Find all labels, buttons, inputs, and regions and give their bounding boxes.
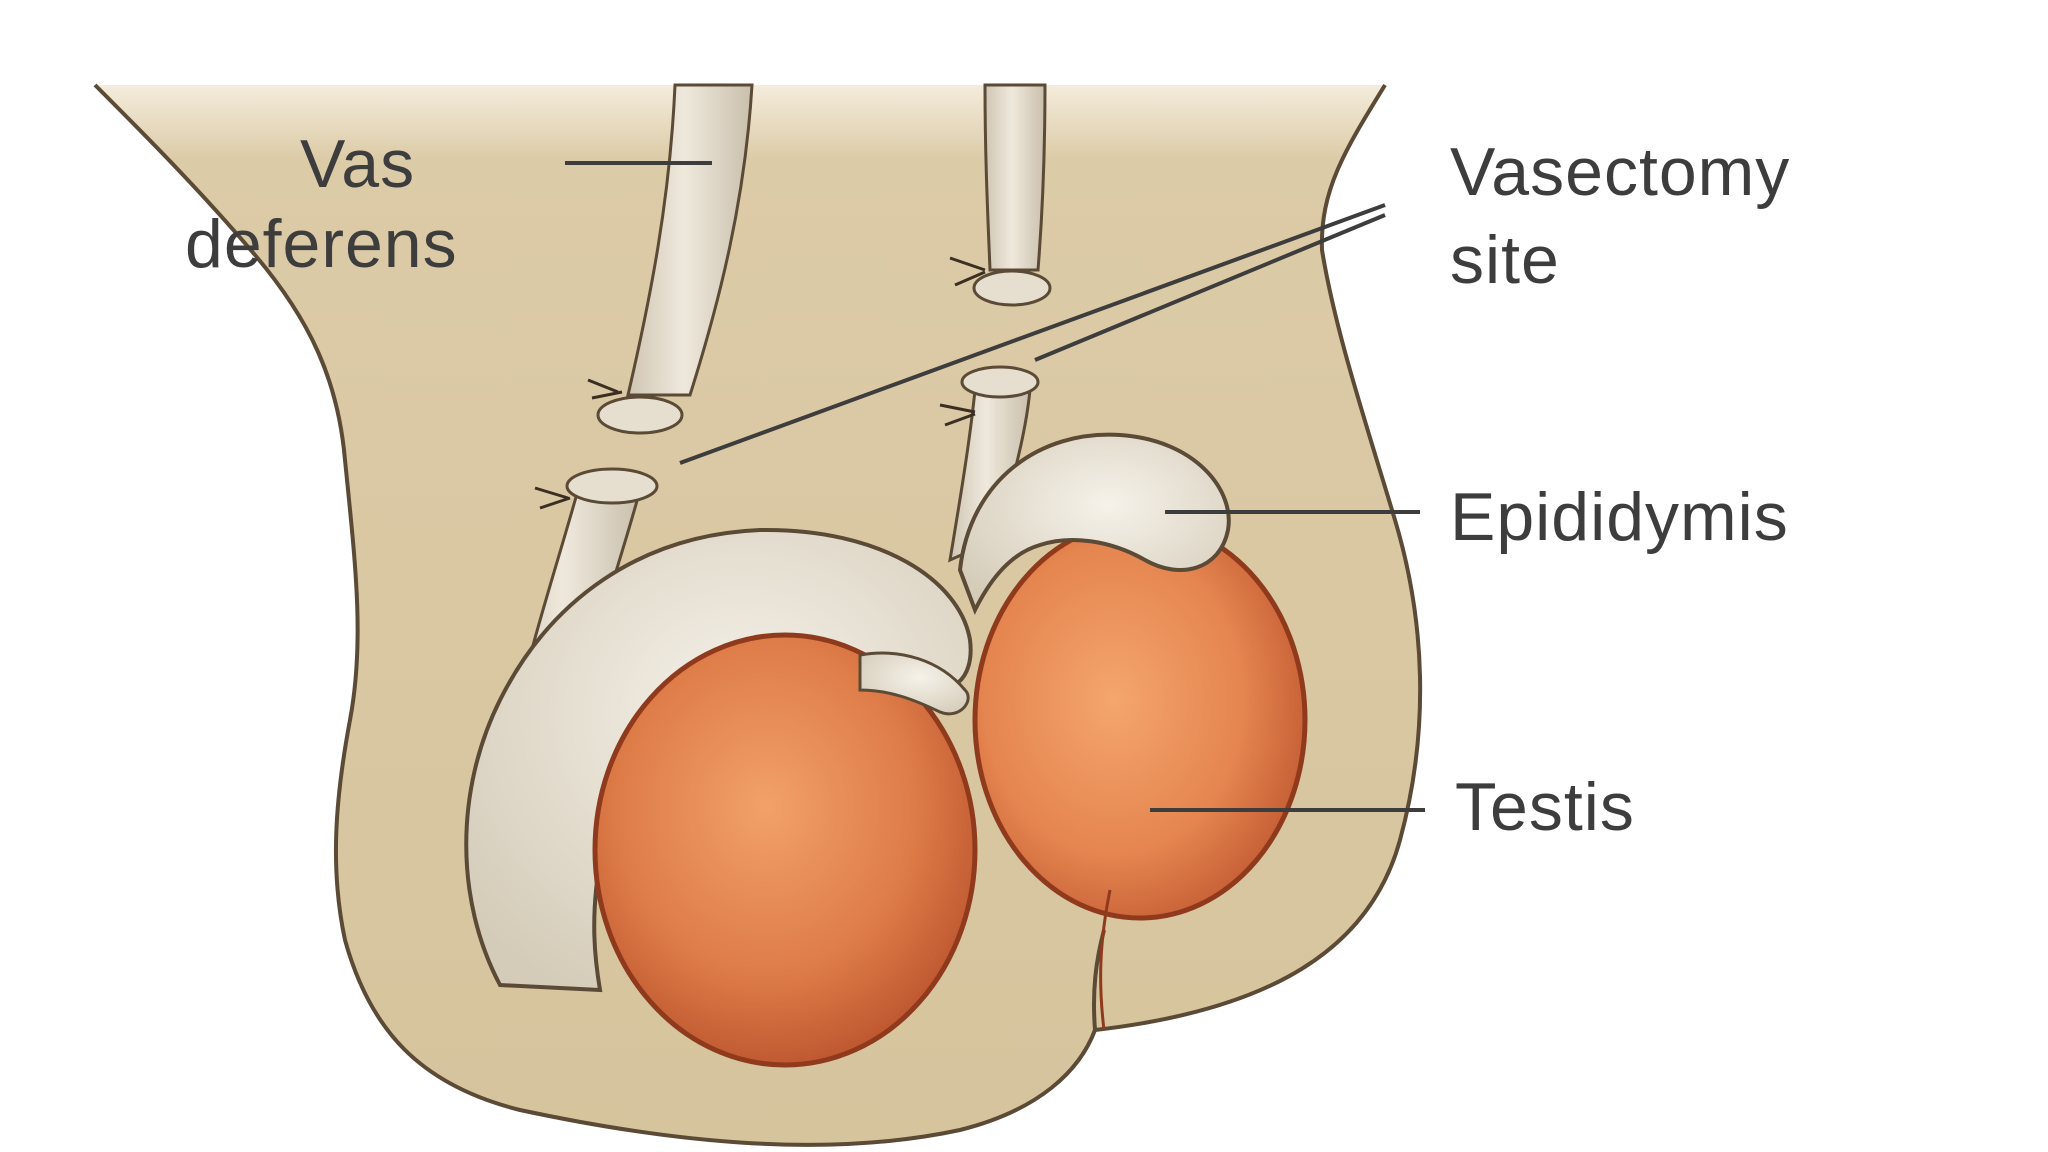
left-epididymis-tail bbox=[858, 651, 970, 716]
right-vas-upper bbox=[983, 83, 1047, 272]
label-testis: Testis bbox=[1455, 769, 1635, 845]
right-suture-upper bbox=[949, 256, 986, 287]
left-vas-cut-upper bbox=[596, 395, 684, 435]
left-suture-upper bbox=[587, 378, 623, 400]
right-testis bbox=[972, 519, 1308, 921]
scrotum-outline-right bbox=[1092, 83, 1423, 1033]
left-vas-upper bbox=[626, 83, 754, 397]
right-suture-lower bbox=[939, 403, 976, 427]
scrotum-outline-left bbox=[93, 83, 1097, 1147]
label-epididymis: Epididymis bbox=[1450, 479, 1789, 555]
right-epididymis bbox=[957, 432, 1231, 615]
label-deferens: deferens bbox=[185, 206, 458, 282]
vasectomy-site-leader-2 bbox=[1034, 213, 1386, 362]
label-site: site bbox=[1450, 222, 1560, 298]
right-vas-cut-lower bbox=[960, 365, 1040, 399]
right-vas-cut-upper bbox=[972, 269, 1052, 307]
label-vas: Vas bbox=[300, 126, 416, 202]
left-testis bbox=[592, 632, 978, 1068]
left-suture-lower bbox=[534, 486, 571, 510]
label-vasectomy: Vasectomy bbox=[1450, 134, 1791, 210]
right-testis-fold bbox=[1099, 889, 1112, 1031]
left-vas-cut-lower bbox=[565, 467, 659, 505]
vasectomy-site-leader-1 bbox=[679, 203, 1386, 465]
